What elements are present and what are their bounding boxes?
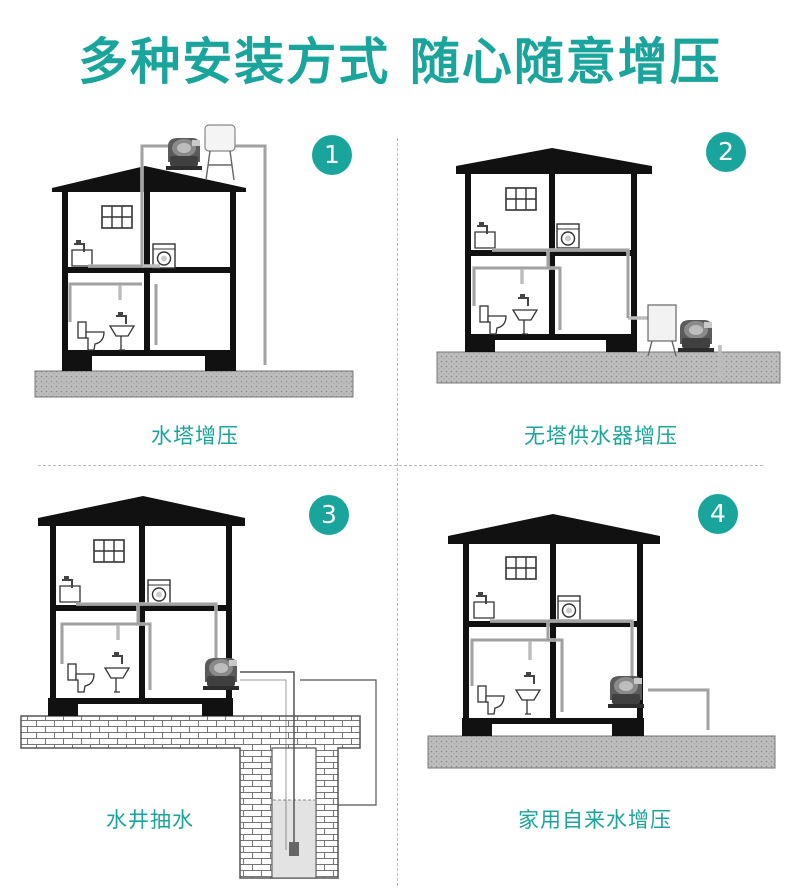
well-icon	[289, 842, 299, 856]
caption-well: 水井抽水	[106, 808, 194, 832]
caption-towerless-tank: 无塔供水器增压	[524, 424, 678, 448]
toilet-icon	[479, 305, 507, 335]
toilet-icon	[477, 685, 505, 715]
caption-tap-water: 家用自来水增压	[518, 808, 672, 832]
pressure-tank-icon	[647, 304, 677, 357]
horizontal-divider	[38, 465, 763, 466]
step-badge-4: 4	[698, 494, 738, 534]
washing-machine-icon	[556, 223, 580, 249]
water-tower-icon	[204, 124, 236, 181]
window-icon	[93, 539, 125, 563]
pump-icon	[203, 658, 239, 690]
page-title: 多种安装方式 随心随意增压	[78, 33, 722, 91]
window-icon	[505, 187, 537, 211]
window-icon	[101, 205, 133, 229]
washing-machine-icon	[147, 579, 171, 605]
washing-machine-icon	[557, 595, 581, 621]
pump-icon	[608, 676, 644, 708]
panel-2-diagram	[436, 148, 781, 384]
toilet-icon	[67, 663, 95, 693]
step-badge-2: 2	[706, 132, 746, 172]
step-badge-1: 1	[312, 135, 352, 175]
pump-icon	[166, 138, 202, 170]
window-icon	[505, 556, 537, 580]
toilet-icon	[77, 321, 105, 351]
vertical-divider	[397, 138, 398, 886]
step-badge-3: 3	[309, 495, 349, 535]
panel-3-diagram	[20, 496, 377, 879]
pump-icon	[678, 320, 714, 352]
caption-water-tower: 水塔增压	[151, 424, 239, 448]
panel-4-diagram	[427, 514, 776, 769]
panel-1-diagram	[34, 124, 354, 398]
